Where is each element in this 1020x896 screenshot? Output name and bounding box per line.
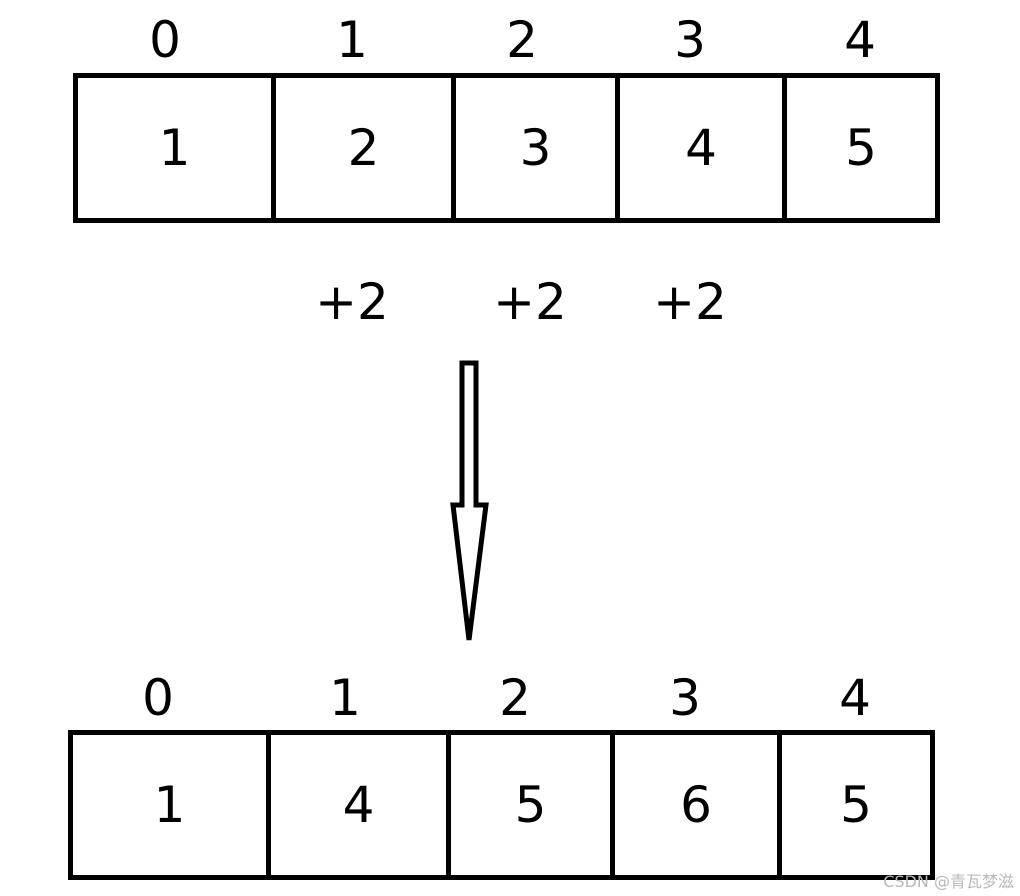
top-cell-4: 5 — [845, 119, 877, 177]
top-cell-1: 2 — [276, 78, 456, 218]
increment-label-1: +2 — [315, 273, 389, 331]
bottom-cell-2: 5 — [451, 735, 615, 875]
bottom-index-row: 0 1 2 3 4 — [0, 668, 1020, 728]
down-arrow-icon — [450, 360, 489, 641]
bottom-cell-3: 6 — [615, 735, 782, 875]
bottom-index-1: 1 — [329, 669, 361, 727]
bottom-cell-0: 1 — [73, 735, 271, 875]
bottom-index-3: 3 — [669, 669, 701, 727]
top-index-row: 0 1 2 3 4 — [0, 10, 1020, 70]
top-index-3: 3 — [674, 11, 706, 69]
top-index-4: 4 — [844, 11, 876, 69]
bottom-index-4: 4 — [839, 669, 871, 727]
top-array: 1 2 3 4 5 — [73, 73, 940, 223]
increment-label-2: +2 — [493, 273, 567, 331]
top-index-0: 0 — [149, 11, 181, 69]
bottom-index-0: 0 — [142, 669, 174, 727]
top-cell-0: 1 — [78, 78, 276, 218]
top-index-1: 1 — [336, 11, 368, 69]
top-index-2: 2 — [506, 11, 538, 69]
top-cell-3: 4 — [620, 78, 787, 218]
watermark: CSDN @青瓦梦滋 — [883, 872, 1014, 891]
bottom-array: 1 4 5 6 5 — [68, 730, 935, 880]
bottom-cell-1: 4 — [271, 735, 451, 875]
bottom-index-2: 2 — [499, 669, 531, 727]
increment-label-3: +2 — [653, 273, 727, 331]
top-cell-2: 3 — [456, 78, 620, 218]
bottom-cell-4: 5 — [840, 776, 872, 834]
